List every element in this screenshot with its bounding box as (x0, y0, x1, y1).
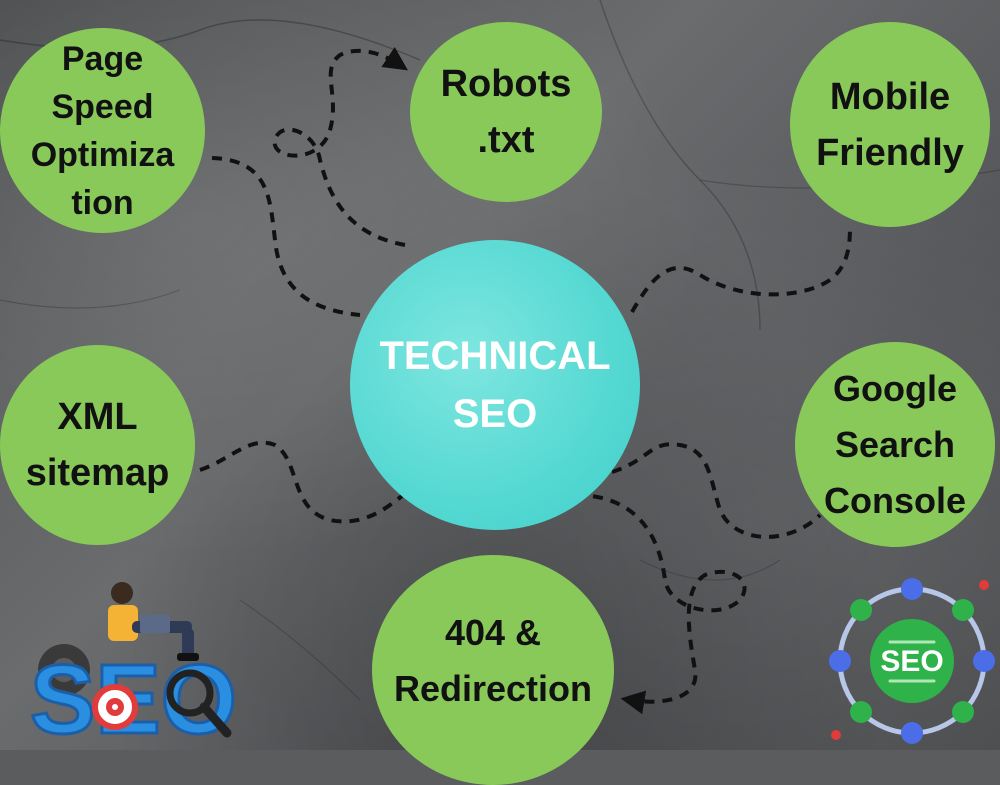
node-robots: Robots .txt (410, 22, 602, 202)
node-search-console: Google Search Console (795, 342, 995, 547)
target-icon (92, 684, 138, 730)
node-mobile-label: Mobile Friendly (816, 75, 964, 174)
node-redirection-label: 404 & Redirection (393, 612, 593, 709)
node-page-speed-label: Page Speed Optimiza tion (30, 39, 175, 222)
node-mobile: Mobile Friendly (790, 22, 990, 227)
badge-label: SEO (880, 645, 943, 678)
node-page-speed: Page Speed Optimiza tion (0, 28, 205, 233)
center-node-label: TECHNICAL SEO (379, 334, 611, 436)
node-xml-sitemap: XML sitemap (0, 345, 195, 545)
node-robots-label: Robots .txt (440, 63, 572, 161)
center-node-technical-seo: TECHNICAL SEO (350, 240, 640, 530)
gear-icon (38, 644, 90, 696)
node-redirection: 404 & Redirection (372, 555, 614, 785)
person-figure (108, 582, 199, 661)
node-xml-sitemap-label: XML sitemap (25, 396, 170, 494)
network-nodes (829, 578, 995, 744)
node-search-console-label: Google Search Console (823, 367, 966, 521)
seo-person-illustration: SEO (29, 582, 237, 750)
seo-network-badge: SEO (829, 578, 995, 744)
magnifier-icon (166, 669, 232, 738)
